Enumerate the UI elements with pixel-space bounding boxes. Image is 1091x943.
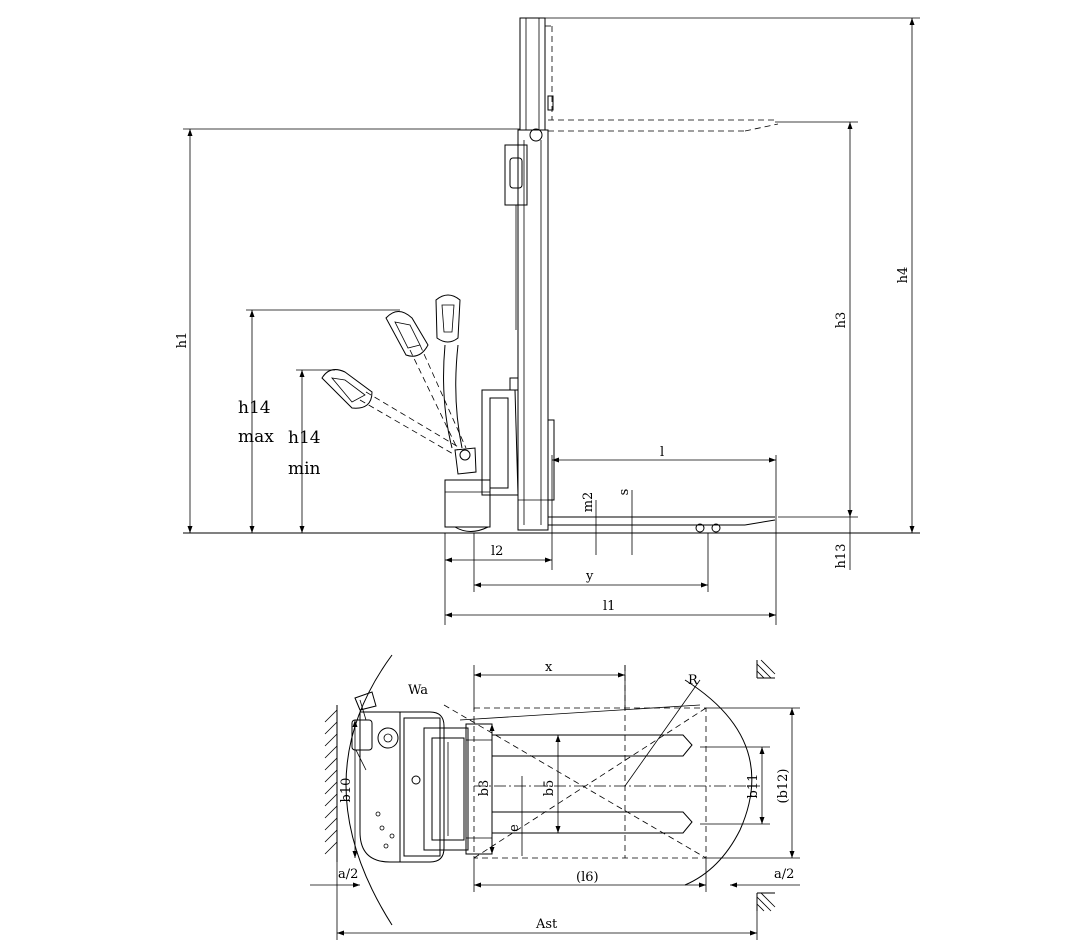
label-h14-min-line1: h14 [288, 428, 321, 448]
label-h14-min-line2: min [288, 459, 321, 479]
turning-arc-left [345, 654, 393, 926]
top-tiller [351, 691, 399, 771]
corner-hatch-bottom-right [756, 892, 776, 912]
top-fork-lower [492, 811, 693, 834]
label-s: s [617, 489, 632, 496]
label-x: x [545, 660, 553, 675]
label-h4: h4 [896, 267, 911, 284]
label-b12: (b12) [776, 768, 791, 803]
R-leader-line [624, 679, 701, 787]
label-b3: b3 [477, 780, 492, 797]
mast [517, 17, 554, 531]
display-panel [504, 144, 528, 330]
top-view: x R Wa b3 b5 b10 b11 (b12) e (l6) a/2 a/… [310, 654, 800, 940]
label-e: e [507, 824, 522, 832]
label-h14-max-line1: h14 [238, 398, 271, 418]
chassis [444, 377, 555, 532]
top-fork-upper [492, 734, 693, 757]
label-h1: h1 [175, 332, 190, 349]
label-y: y [585, 569, 594, 584]
label-h3: h3 [834, 312, 849, 329]
lowered-fork [548, 516, 776, 533]
label-l2: l2 [491, 544, 503, 559]
tiller-arm [359, 344, 477, 475]
label-l1: l1 [603, 599, 615, 614]
label-Ast: Ast [535, 917, 558, 932]
label-m2: m2 [581, 492, 596, 513]
side-view: h1 h3 h4 h13 m2 s h14 max h14 min l l2 y… [175, 17, 920, 625]
label-R: R [688, 673, 699, 688]
label-Wa: Wa [408, 683, 428, 698]
label-a2-left: a/2 [338, 867, 358, 882]
label-b11: b11 [746, 774, 761, 799]
tiller-handle-vertical [435, 294, 461, 343]
label-l6: (l6) [576, 870, 599, 885]
left-wall-hatch [324, 705, 338, 862]
tiller-handle-max [385, 311, 429, 357]
raised-fork [548, 119, 779, 132]
load-outline [443, 665, 760, 859]
label-l: l [660, 445, 664, 460]
top-chassis [359, 711, 469, 863]
turning-arc-right [684, 679, 753, 886]
label-b5: b5 [542, 780, 557, 797]
tiller-handle-min [321, 369, 373, 409]
label-h14-max-line2: max [238, 427, 274, 447]
label-a2-right: a/2 [774, 867, 794, 882]
label-h13: h13 [834, 544, 849, 569]
corner-hatch-top-right [756, 659, 776, 679]
label-b10: b10 [339, 778, 354, 803]
